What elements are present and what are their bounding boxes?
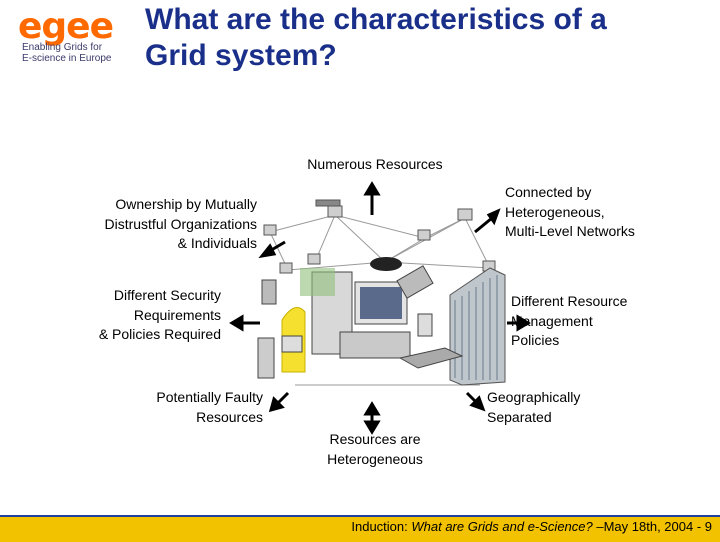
label-faulty: Potentially Faulty Resources bbox=[100, 388, 263, 427]
label-resource-mgmt-line2: Management bbox=[511, 312, 701, 332]
label-faulty-line2: Resources bbox=[100, 408, 263, 428]
label-security-line3: & Policies Required bbox=[40, 325, 221, 345]
label-geo-line1: Geographically bbox=[487, 388, 667, 408]
label-security-line2: Requirements bbox=[40, 306, 221, 326]
label-connected-line1: Connected by bbox=[505, 183, 705, 203]
label-hetero-line1: Resources are bbox=[300, 430, 450, 450]
label-resource-management: Different Resource Management Policies bbox=[511, 292, 701, 351]
footer-italic-title: What are Grids and e-Science? bbox=[411, 519, 592, 534]
router-icon bbox=[370, 257, 402, 271]
label-ownership-line1: Ownership by Mutually bbox=[60, 195, 257, 215]
label-hetero-line2: Heterogeneous bbox=[300, 450, 450, 470]
label-heterogeneous: Resources are Heterogeneous bbox=[300, 430, 450, 469]
label-connected-line2: Heterogeneous, bbox=[505, 203, 705, 223]
footer-text: Induction: What are Grids and e-Science?… bbox=[351, 519, 712, 534]
label-connected-line3: Multi-Level Networks bbox=[505, 222, 705, 242]
label-security-line1: Different Security bbox=[40, 286, 221, 306]
label-resource-mgmt-line3: Policies bbox=[511, 331, 701, 351]
footer-suffix: –May 18th, 2004 - 9 bbox=[593, 519, 712, 534]
label-faulty-line1: Potentially Faulty bbox=[100, 388, 263, 408]
label-ownership-line3: & Individuals bbox=[60, 234, 257, 254]
workstation-icon bbox=[300, 268, 410, 358]
left-machines-icon bbox=[258, 280, 305, 378]
server-cluster-icon bbox=[450, 268, 505, 385]
label-ownership-line2: Distrustful Organizations bbox=[60, 215, 257, 235]
label-resource-mgmt-line1: Different Resource bbox=[511, 292, 701, 312]
label-connected: Connected by Heterogeneous, Multi-Level … bbox=[505, 183, 705, 242]
label-geographically-separated: Geographically Separated bbox=[487, 388, 667, 427]
label-numerous-resources: Numerous Resources bbox=[285, 155, 465, 175]
label-security: Different Security Requirements & Polici… bbox=[40, 286, 221, 345]
label-geo-line2: Separated bbox=[487, 408, 667, 428]
footer-prefix: Induction: bbox=[351, 519, 411, 534]
label-ownership: Ownership by Mutually Distrustful Organi… bbox=[60, 195, 257, 254]
